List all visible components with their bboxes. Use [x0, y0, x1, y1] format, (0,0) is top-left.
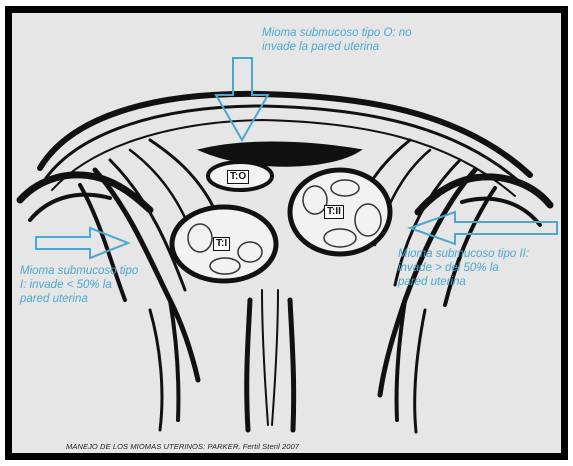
type-1-tag: T:I: [213, 237, 230, 251]
source-credit: MANEJO DE LOS MIOMAS UTERINOS: PARKER. F…: [66, 442, 299, 451]
annotation-type-1: Mioma submucoso tipo I: invade < 50% la …: [20, 264, 170, 306]
annotation-type-2: Mioma submucoso tipo II: invade > del 50…: [398, 247, 568, 289]
type-2-tag: T:II: [324, 205, 344, 219]
type-0-tag: T:O: [227, 170, 249, 184]
annotation-type-0: Mioma submucoso tipo O: no invade la par…: [262, 26, 492, 54]
